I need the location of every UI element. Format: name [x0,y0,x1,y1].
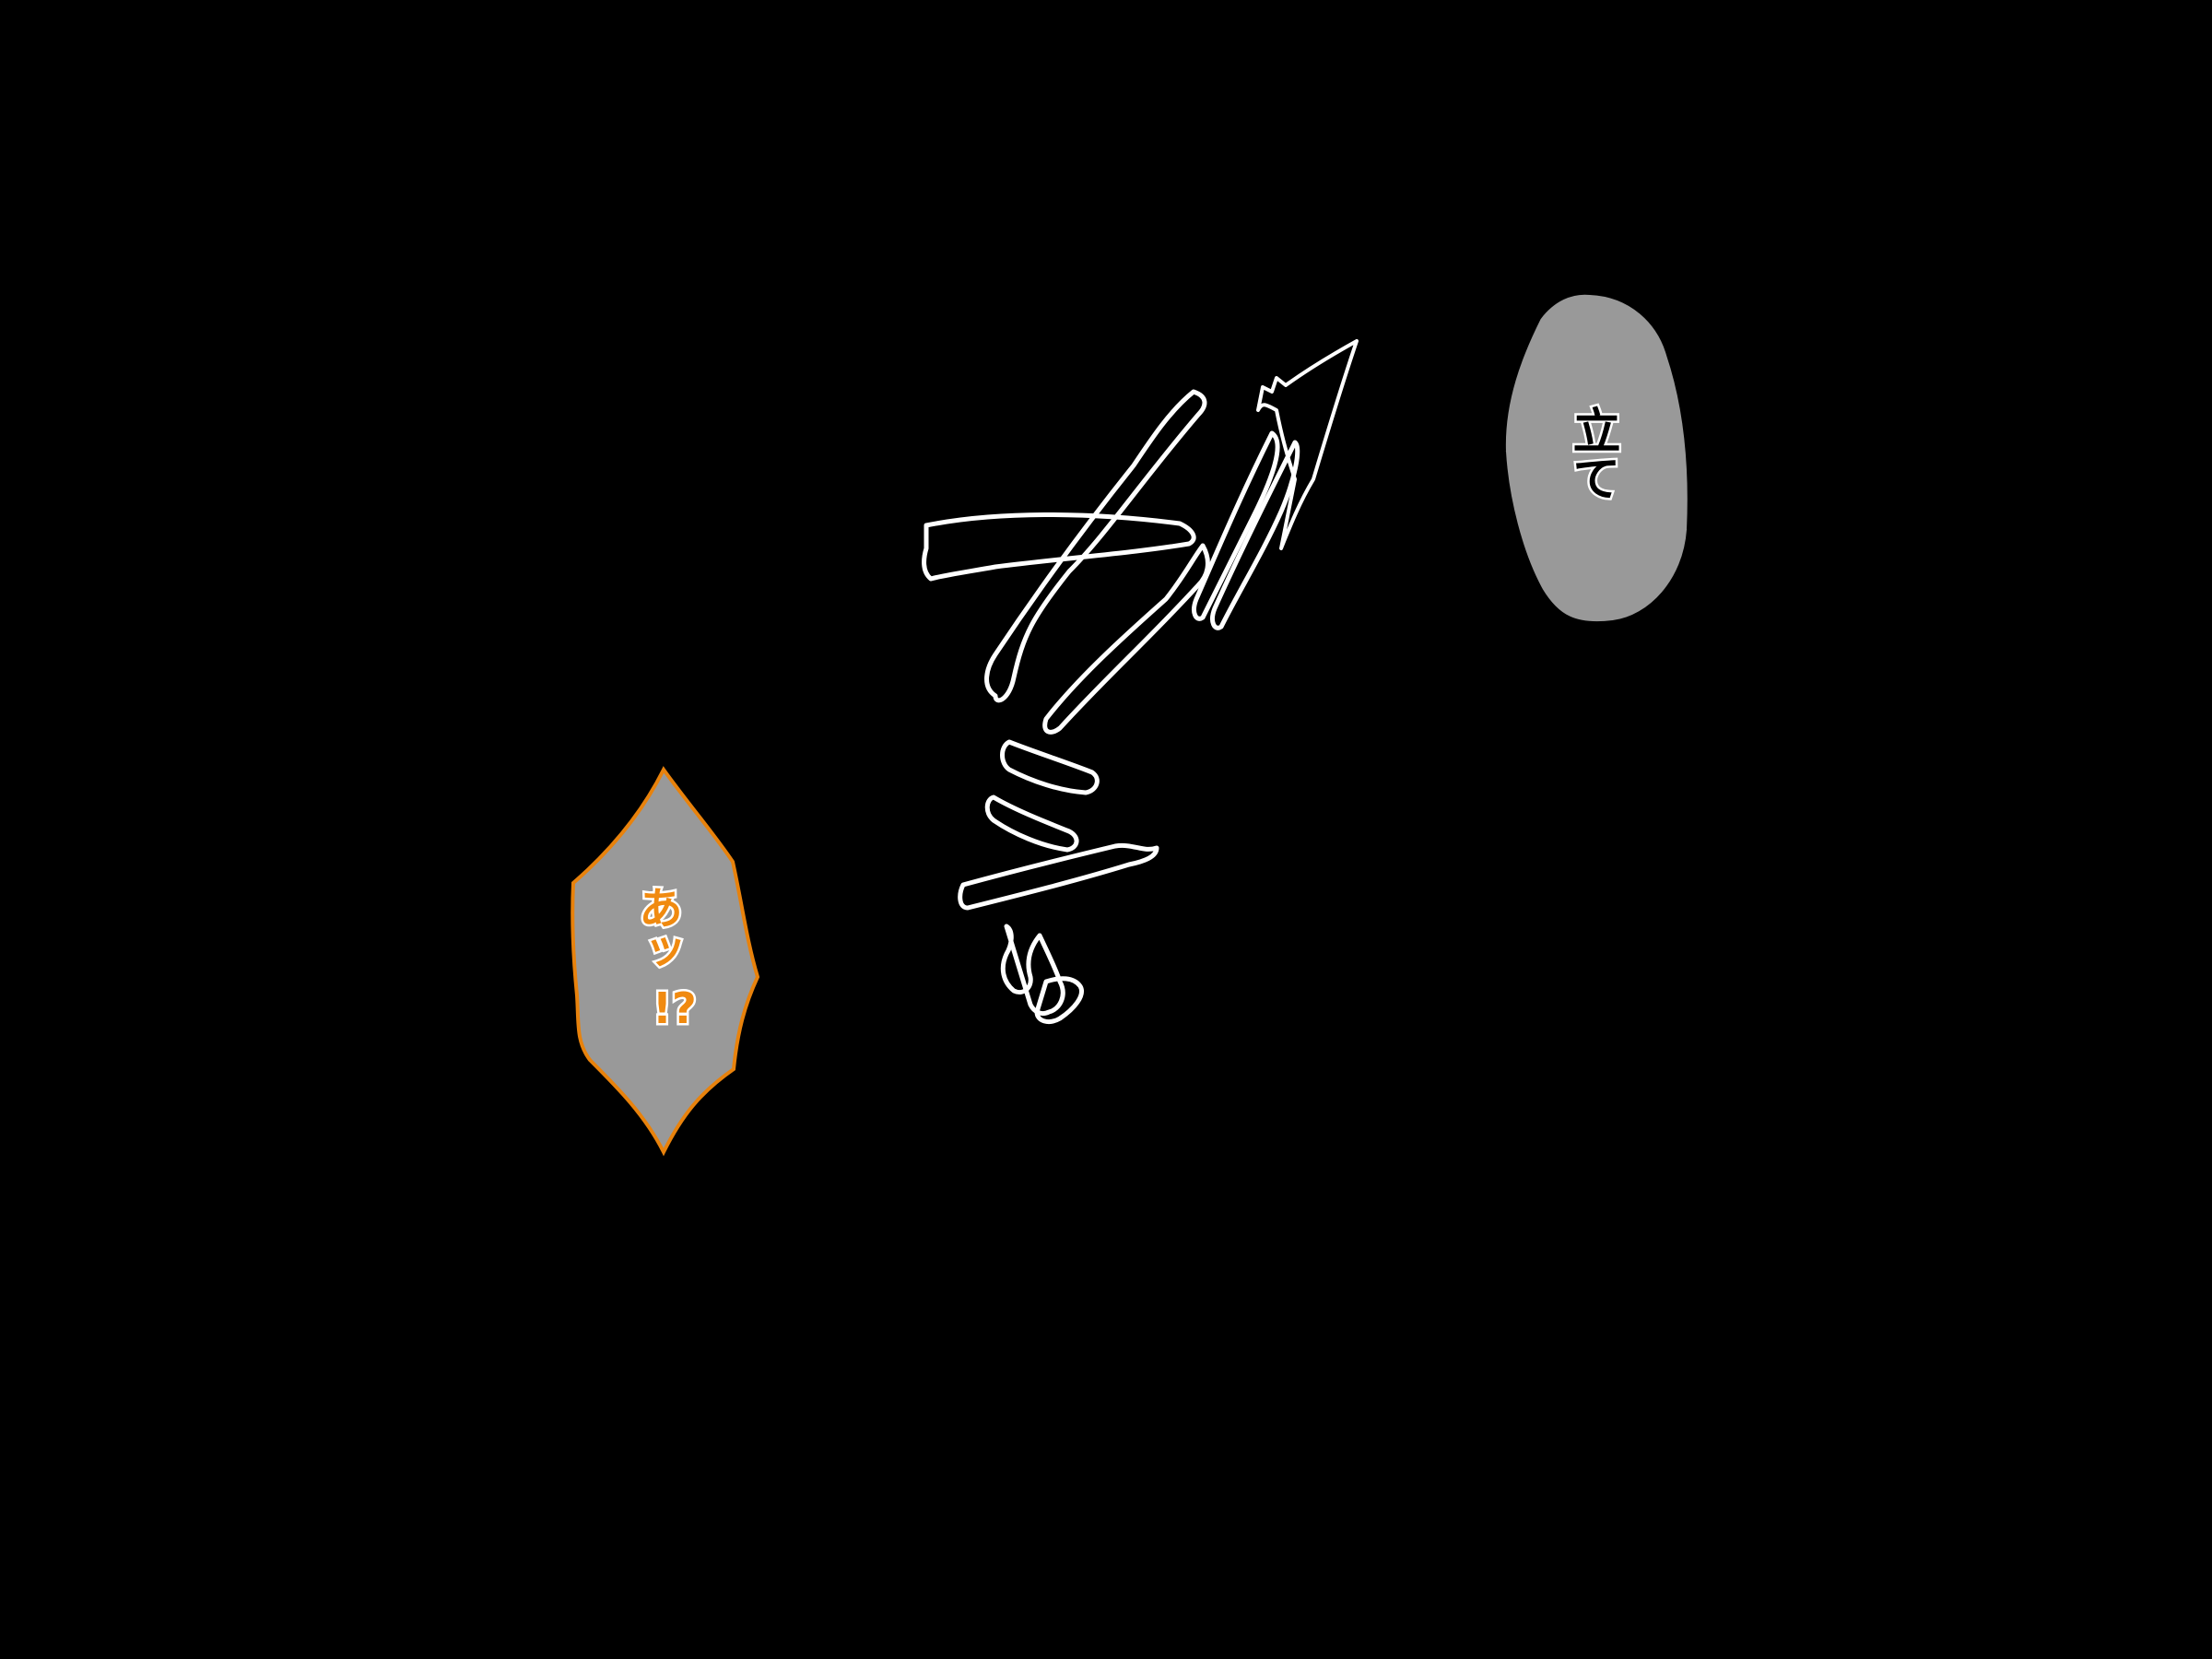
speech-bubble-left-text-line1: あッ [630,885,682,973]
sfx-stroke-i-small [1000,924,1065,1017]
sfx-stroke-ga-dakuten-2 [1210,440,1300,630]
speech-bubble-top-right-shape [1501,290,1691,626]
sound-effect-lettering: ガシィ [922,339,1359,1655]
speech-bubble-top-right-text: 立て [1564,406,1619,501]
sfx-stroke-ga-dakuten-1 [1192,430,1280,621]
sfx-stroke-tail [1034,976,1084,1024]
sfx-stroke-ga-diagonal-left [984,389,1207,703]
speech-bubble-left-shape [571,766,760,1157]
sfx-stroke-ga-diagonal-right [1042,543,1210,735]
sfx-stroke-shi-dot-2 [984,794,1079,853]
speech-bubble-left: あッ !? [571,766,760,1157]
sfx-text: ガシィ [1106,1653,1109,1655]
speech-bubble-left-text-line2: !? [653,983,697,1033]
sfx-stroke-shi-dot-1 [1000,739,1100,795]
speech-bubble-top-right: 立て [1501,290,1691,626]
sfx-stroke-ga-horizontal [922,512,1196,582]
sfx-stroke-shi-sweep [958,842,1159,911]
